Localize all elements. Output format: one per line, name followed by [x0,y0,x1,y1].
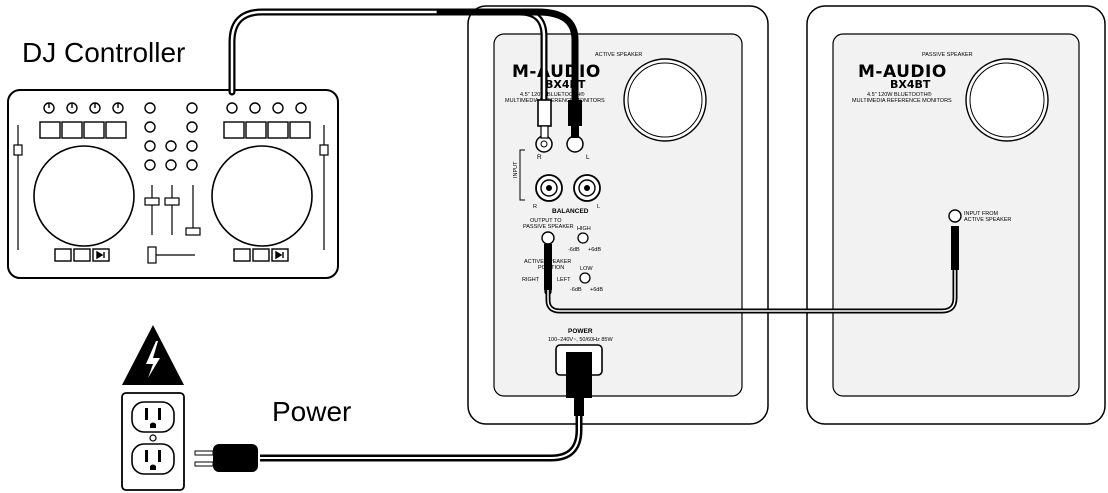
output-jack [541,231,555,245]
active-subline-2: MULTIMEDIA REFERENCE MONITORS [505,98,605,104]
passive-speaker-header: PASSIVE SPEAKER [922,52,973,58]
high-min: -6dB [568,247,580,253]
crossfader [147,246,195,264]
left-transport [54,248,110,262]
input-label: INPUT [513,161,519,178]
passive-subline-1: 4.5" 120W BLUETOOTH® [867,91,932,98]
passive-input-label-1: INPUT FROM [964,211,999,217]
balanced-label: BALANCED [552,208,589,215]
high-max: +6dB [588,247,601,253]
balanced-inputs: R L BALANCED [533,174,601,215]
dj-controller-label: DJ Controller [22,37,185,68]
low-knob [579,272,591,284]
active-speaker: ACTIVE SPEAKER M-AUDIO BX4BT 4.5" 120W B… [467,5,769,425]
high-knob [577,232,589,244]
active-subline-1: 4.5" 120W BLUETOOTH® [520,91,585,98]
mixer-knobs [144,102,198,171]
active-speaker-header: ACTIVE SPEAKER [595,52,642,58]
right-deck-knobs [226,102,307,114]
balanced-r-label: R [533,204,537,210]
right-pitch-fader [319,144,329,156]
left-deck-knobs [43,102,124,114]
wall-outlet [121,392,185,491]
low-label: LOW [580,266,593,272]
power-spec: 100–240V~, 50/60Hz 85W [548,337,613,343]
passive-brand-logo: M-AUDIO [858,62,947,82]
dj-controller: DJ Controller [7,37,339,279]
rca-r-label: R [537,154,542,161]
passive-input-label-2: ACTIVE SPEAKER [964,217,1011,223]
rca-plugs [537,99,582,139]
power-plug [194,444,258,472]
speaker-link-cable [544,226,959,314]
passive-model-name: BX4BT [890,78,931,91]
left-pads [39,121,127,139]
output-label-1: OUTPUT TO [530,218,562,224]
power-label-text: Power [272,396,351,427]
high-label: HIGH [577,226,591,232]
active-model-name: BX4BT [545,78,586,91]
left-jog-wheel [33,145,135,247]
passive-speaker: PASSIVE SPEAKER M-AUDIO BX4BT 4.5" 120W … [806,5,1106,425]
left-pitch-fader [13,144,23,156]
rca-cable [228,8,579,104]
right-transport [233,248,289,262]
channel-faders [144,185,201,236]
passive-input-jack [948,209,962,223]
right-label: RIGHT [522,277,540,283]
power-cable [260,352,592,462]
right-jog-wheel [211,145,313,247]
warning-triangle [122,325,184,385]
passive-subline-2: MULTIMEDIA REFERENCE MONITORS [852,98,952,104]
output-label-2: PASSIVE SPEAKER [523,224,574,230]
power-label: POWER [568,328,593,335]
rca-l-label: L [586,154,590,161]
low-min: -6dB [570,287,582,293]
right-pads [223,121,311,139]
left-label: LEFT [557,277,571,283]
low-max: +6dB [590,287,603,293]
balanced-l-label: L [597,204,600,210]
